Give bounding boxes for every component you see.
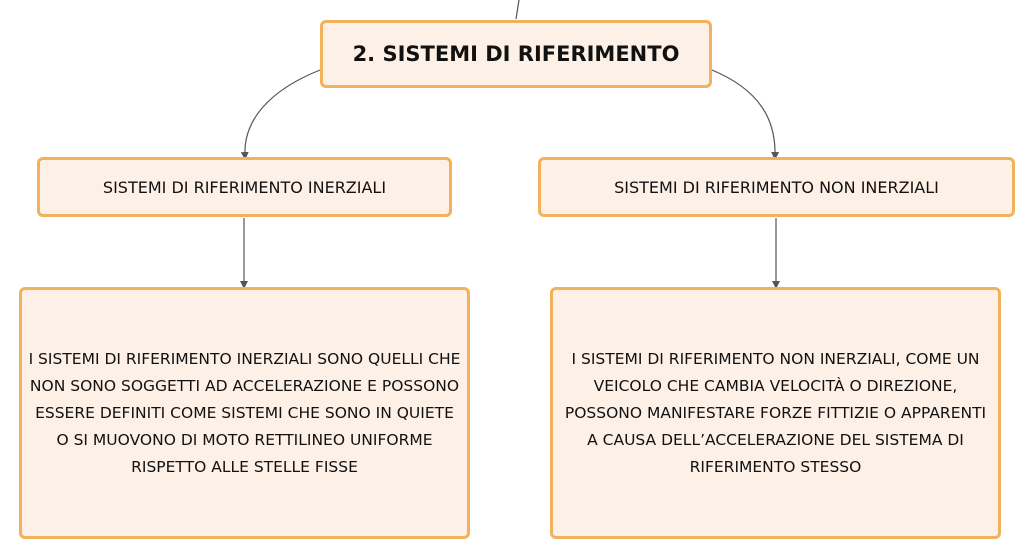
inertial-systems-node[interactable]: SISTEMI DI RIFERIMENTO INERZIALI	[37, 157, 452, 217]
root-node[interactable]: 2. SISTEMI DI RIFERIMENTO	[320, 20, 712, 88]
noninertial-systems-label: SISTEMI DI RIFERIMENTO NON INERZIALI	[614, 177, 939, 197]
inertial-description-node[interactable]: I SISTEMI DI RIFERIMENTO INERZIALI SONO …	[19, 287, 470, 539]
noninertial-description-node[interactable]: I SISTEMI DI RIFERIMENTO NON INERZIALI, …	[550, 287, 1001, 539]
root-node-title: 2. SISTEMI DI RIFERIMENTO	[352, 42, 680, 66]
root-to-inertial-connector	[240, 69, 321, 160]
inertial-systems-label: SISTEMI DI RIFERIMENTO INERZIALI	[102, 177, 387, 197]
incoming-connector	[515, 0, 520, 20]
noninertial-systems-node[interactable]: SISTEMI DI RIFERIMENTO NON INERZIALI	[538, 157, 1015, 217]
root-to-noninertial-connector	[711, 69, 780, 160]
inertial-description-text: I SISTEMI DI RIFERIMENTO INERZIALI SONO …	[28, 349, 461, 476]
noninertial-description-text: I SISTEMI DI RIFERIMENTO NON INERZIALI, …	[564, 349, 987, 476]
